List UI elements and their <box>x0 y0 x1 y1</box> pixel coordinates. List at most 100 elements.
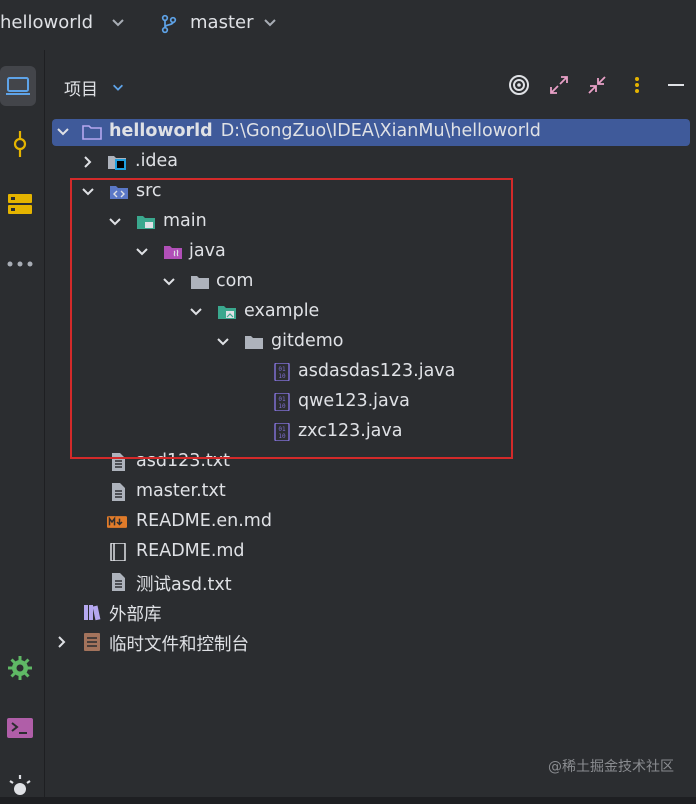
chevron-down-icon[interactable] <box>56 125 70 139</box>
project-icon <box>6 77 30 95</box>
chevron-down-icon[interactable] <box>135 245 149 259</box>
project-switcher[interactable]: helloworld <box>0 12 94 33</box>
text-file-icon <box>112 573 125 591</box>
selection-highlight <box>52 119 690 146</box>
root-name: helloworld <box>109 121 213 141</box>
java-source-folder-icon <box>164 246 182 259</box>
panel-title[interactable]: 项目 <box>64 80 98 100</box>
tree-label: asd123.txt <box>136 451 230 471</box>
tree-row-test[interactable]: 测试asd.txt <box>45 567 696 597</box>
scratches-icon <box>84 633 100 651</box>
expand-all-button[interactable] <box>548 74 570 96</box>
module-folder-icon <box>82 125 102 140</box>
chevron-down-icon[interactable] <box>81 185 95 199</box>
terminal-icon <box>7 718 33 738</box>
tree-row-gitdemo[interactable]: gitdemo <box>45 327 696 357</box>
structure-icon <box>8 194 32 214</box>
folder-icon <box>137 216 155 229</box>
svg-text:01: 01 <box>278 426 286 433</box>
title-bar: helloworld master <box>0 0 696 51</box>
tree-row-readme-en[interactable]: README.en.md <box>45 507 696 537</box>
tree-row-src[interactable]: src <box>45 177 696 207</box>
text-file-icon <box>112 483 125 501</box>
select-opened-file-button[interactable] <box>508 74 530 96</box>
tree-row-scratch[interactable]: 临时文件和控制台 <box>45 627 696 657</box>
tree-row-com[interactable]: com <box>45 267 696 297</box>
tree-label: qwe123.java <box>298 391 410 411</box>
structure-tool-button[interactable] <box>0 186 40 222</box>
svg-text:01: 01 <box>278 366 286 373</box>
git-branch-icon[interactable] <box>160 14 178 34</box>
problems-tool-button[interactable] <box>0 768 40 804</box>
tree-label: gitdemo <box>271 331 344 351</box>
tree-label: zxc123.java <box>298 421 403 441</box>
folder-icon <box>245 336 263 349</box>
hide-panel-button[interactable] <box>665 74 687 96</box>
tree-row-main[interactable]: main <box>45 207 696 237</box>
collapse-icon <box>588 76 606 94</box>
tree-label: example <box>244 301 320 321</box>
chevron-down-icon[interactable] <box>111 80 125 94</box>
tree-row-asd[interactable]: asd123.txt <box>45 447 696 477</box>
more-tool-button[interactable] <box>0 246 40 282</box>
minimize-icon <box>668 84 684 86</box>
chevron-down-icon[interactable] <box>108 215 122 229</box>
options-button[interactable] <box>626 74 648 96</box>
commit-icon <box>13 131 27 157</box>
svg-text:10: 10 <box>278 403 286 410</box>
tree-row-readme[interactable]: README.md <box>45 537 696 567</box>
kebab-menu-icon <box>635 77 639 93</box>
tree-label: 临时文件和控制台 <box>109 635 249 655</box>
tree-row-idea[interactable]: .idea <box>45 147 696 177</box>
tree-row-example[interactable]: example <box>45 297 696 327</box>
collapse-all-button[interactable] <box>586 74 608 96</box>
tree-label: src <box>136 181 162 201</box>
chevron-down-icon[interactable] <box>262 14 278 30</box>
tool-window-stripe <box>0 50 45 797</box>
chevron-down-icon[interactable] <box>189 305 203 319</box>
tree-row-java[interactable]: java <box>45 237 696 267</box>
chevron-down-icon[interactable] <box>110 14 126 30</box>
tree-label: master.txt <box>136 481 226 501</box>
branch-switcher[interactable]: master <box>190 12 254 33</box>
more-icon <box>7 261 33 267</box>
target-icon <box>509 75 529 95</box>
chevron-down-icon[interactable] <box>216 335 230 349</box>
chevron-right-icon[interactable] <box>55 635 69 649</box>
chevron-right-icon[interactable] <box>81 155 95 169</box>
panel-header: 项目 <box>45 50 696 116</box>
commit-tool-button[interactable] <box>0 126 40 162</box>
svg-text:10: 10 <box>278 433 286 440</box>
watermark: @稀土掘金技术社区 <box>548 759 674 775</box>
expand-icon <box>550 76 568 94</box>
terminal-tool-button[interactable] <box>0 710 40 746</box>
bulb-icon <box>9 775 31 795</box>
source-root-icon <box>110 186 128 199</box>
resource-folder-icon <box>218 306 236 319</box>
tree-row-master[interactable]: master.txt <box>45 477 696 507</box>
tree-row-external[interactable]: 外部库 <box>45 597 696 627</box>
services-tool-button[interactable] <box>0 650 40 686</box>
project-tool-button[interactable] <box>0 66 36 106</box>
services-icon <box>8 656 32 680</box>
tree-label: java <box>189 241 226 261</box>
text-file-icon <box>112 453 125 471</box>
book-icon <box>110 543 126 561</box>
tree-label: .idea <box>135 151 179 171</box>
folder-icon <box>191 276 209 289</box>
chevron-down-icon[interactable] <box>162 275 176 289</box>
library-icon <box>84 605 101 621</box>
tree-label: main <box>163 211 207 231</box>
tree-label: README.en.md <box>136 511 272 531</box>
tree-label: 外部库 <box>109 605 162 625</box>
markdown-icon <box>107 516 127 528</box>
